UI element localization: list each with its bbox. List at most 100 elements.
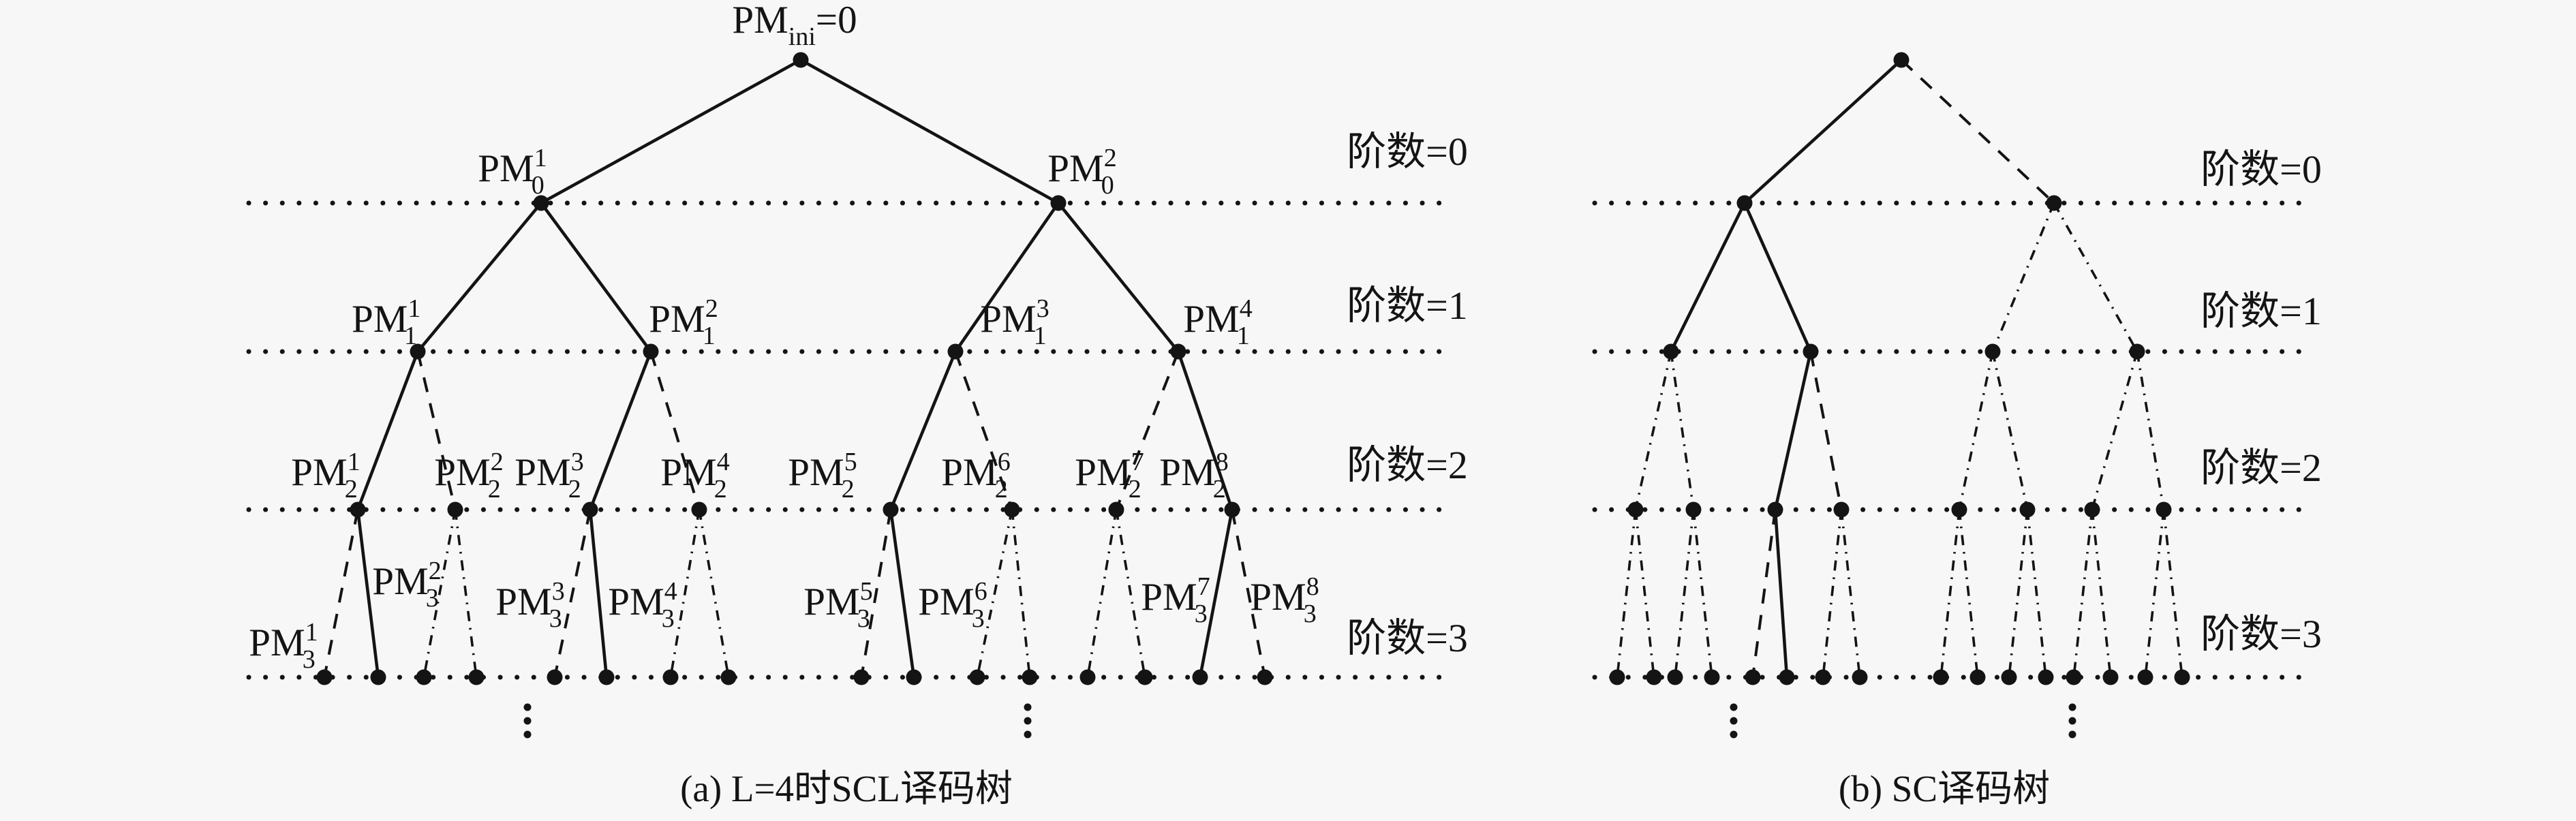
panel-a-tree-node-n12 bbox=[643, 343, 659, 360]
panel-a-tree-node-n23 bbox=[582, 501, 598, 518]
panel-b-edge-m11-m22-dashdot bbox=[1670, 351, 1695, 510]
panel-b-order-label-0: 阶数=0 bbox=[2201, 147, 2322, 191]
panel-b-continuation-dots-0 bbox=[1730, 717, 1738, 725]
panel-a-order-label-2: 阶数=2 bbox=[1347, 443, 1468, 487]
panel-a-continuation-dots-0 bbox=[523, 717, 532, 725]
panel-b-edge-m24-m37-dashdot bbox=[1822, 509, 1843, 678]
panel-b-edge-m25-m310-dashdot bbox=[1958, 509, 1979, 678]
panel-b-edge-m27-m314-dashdot bbox=[2091, 509, 2112, 678]
panel-a-tree-node-n36 bbox=[598, 669, 615, 685]
panel-b-tree-node-m13 bbox=[1984, 343, 2001, 360]
panel-b-tree-node-m02 bbox=[2046, 195, 2062, 211]
panel-a-edge-n01-n12-solid bbox=[540, 202, 652, 353]
panel-b-order-label-1: 阶数=1 bbox=[2201, 289, 2322, 333]
panel-b-edge-m23-m36-solid bbox=[1773, 509, 1789, 678]
panel-b-tree-node-m38 bbox=[1852, 669, 1868, 685]
panel-a-tree-node-n14 bbox=[1170, 343, 1186, 360]
panel-b-edge-m01-m12-solid bbox=[1743, 202, 1813, 352]
panel-a-tree-node-n27 bbox=[1108, 501, 1124, 518]
panel-b-tree-node-m313 bbox=[2066, 669, 2082, 685]
panel-a-edge-n28-n315-solid bbox=[1198, 509, 1234, 678]
panel-a-order-label-3: 阶数=3 bbox=[1347, 616, 1468, 660]
panel-b-edge-m12-m23-solid bbox=[1773, 351, 1813, 510]
panel-b-tree-node-m12 bbox=[1803, 343, 1819, 360]
panel-a-edge-n24-n38-dashdot bbox=[698, 509, 730, 678]
panel-a-edge-n02-n14-solid bbox=[1057, 202, 1180, 353]
panel-b-edge-m14-m28-dashdot bbox=[2136, 351, 2165, 510]
panel-b-tree-node-m36 bbox=[1779, 669, 1795, 685]
panel-a-continuation-dots-1 bbox=[1024, 717, 1032, 725]
panel-b-tree-node-m311 bbox=[2001, 669, 2017, 685]
panel-b-order-label-3: 阶数=3 bbox=[2201, 612, 2322, 656]
panel-a-edge-n21-n31-dash bbox=[323, 509, 359, 678]
panel-b-edge-m13-m26-dashdot bbox=[1991, 351, 2029, 510]
panel-a-edge-n27-n313-dashdot bbox=[1086, 509, 1118, 678]
panel-b-tree-node-m01 bbox=[1736, 195, 1753, 211]
panel-b-edge-m11-m21-dashdot bbox=[1634, 351, 1672, 510]
panel-b-edge-m26-m312-dashdot bbox=[2026, 509, 2047, 678]
panel-a-tree-node-n21 bbox=[350, 501, 366, 518]
panel-b-edge-r-m02-dash bbox=[1900, 59, 2055, 204]
panel-b-edge-m28-m315-dashdot bbox=[2144, 509, 2165, 678]
panel-b-edge-m26-m311-dashdot bbox=[2008, 509, 2029, 678]
panel-a-pm-label-0: PMini=0 bbox=[732, 0, 857, 51]
panel-b-edge-m25-m39-dashdot bbox=[1939, 509, 1961, 678]
panel-b-tree-node-m23 bbox=[1767, 501, 1783, 518]
panel-a-tree-node-n35 bbox=[547, 669, 563, 685]
panel-b-tree-node-m314 bbox=[2102, 669, 2119, 685]
panel-b-tree-node-m39 bbox=[1933, 669, 1949, 685]
panel-b-edge-m02-m13-dashdot bbox=[1991, 202, 2055, 352]
panel-a-tree-node-n25 bbox=[883, 501, 899, 518]
panel-a-edge-n13-n25-solid bbox=[889, 351, 957, 510]
panel-b-tree-node-m11 bbox=[1663, 343, 1679, 360]
panel-b-edge-m21-m32-dashdot bbox=[1634, 509, 1655, 678]
panel-a-edge-n12-n23-solid bbox=[588, 351, 653, 510]
panel-b-tree-node-m312 bbox=[2038, 669, 2054, 685]
panel-b-tree-node-m14 bbox=[2129, 343, 2145, 360]
panel-b-tree-node-m31 bbox=[1609, 669, 1625, 685]
panel-b-edge-m13-m25-dashdot bbox=[1958, 351, 1994, 510]
panel-b-edge-m14-m27-dashdot bbox=[2091, 351, 2138, 510]
panel-b-tree-node-m28 bbox=[2156, 501, 2172, 518]
panel-b-tree-node-m32 bbox=[1646, 669, 1662, 685]
panel-b-edge-m28-m316-dashdot bbox=[2162, 509, 2183, 678]
panel-a-edge-n11-n21-solid bbox=[356, 351, 420, 510]
panel-a-tree-node-n28 bbox=[1224, 501, 1240, 518]
panel-a-edge-n23-n35-dash bbox=[553, 509, 592, 678]
panel-a-tree-node-n311 bbox=[969, 669, 985, 685]
panel-a-edge-n25-n39-dash bbox=[860, 509, 892, 678]
panel-b-edge-m21-m31-dashdot bbox=[1616, 509, 1637, 678]
panel-b-continuation-dots-1 bbox=[2068, 717, 2076, 725]
panel-b-tree-node-m316 bbox=[2174, 669, 2190, 685]
panel-b-edge-m22-m34-dashdot bbox=[1692, 509, 1713, 678]
panel-a-edge-n24-n37-dashdot bbox=[669, 509, 701, 678]
panel-b-continuation-dots-1 bbox=[2068, 703, 2076, 711]
panel-b-tree-node-r bbox=[1893, 52, 1910, 68]
panel-a-edge-n25-n310-solid bbox=[889, 509, 916, 678]
panel-a-edge-n12-n24-dash bbox=[649, 351, 701, 510]
panel-b-edge-m01-m11-solid bbox=[1669, 202, 1747, 353]
panel-a-tree-node-n11 bbox=[410, 343, 426, 360]
panel-b-edge-m27-m313-dashdot bbox=[2072, 509, 2094, 678]
panel-b-edge-m24-m38-dashdot bbox=[1840, 509, 1861, 678]
panel-a-tree-node-n315 bbox=[1192, 669, 1208, 685]
panel-a-order-label-0: 阶数=0 bbox=[1347, 129, 1468, 174]
panel-a-tree-node-n31 bbox=[316, 669, 333, 685]
panel-a-tree-node-n34 bbox=[468, 669, 485, 685]
panel-b-edge-m02-m14-dashdot bbox=[2053, 202, 2138, 352]
panel-a-tree-node-n38 bbox=[720, 669, 737, 685]
panel-a-edge-n01-n11-solid bbox=[416, 202, 542, 353]
panel-a-edge-n27-n314-dashdot bbox=[1115, 509, 1146, 678]
